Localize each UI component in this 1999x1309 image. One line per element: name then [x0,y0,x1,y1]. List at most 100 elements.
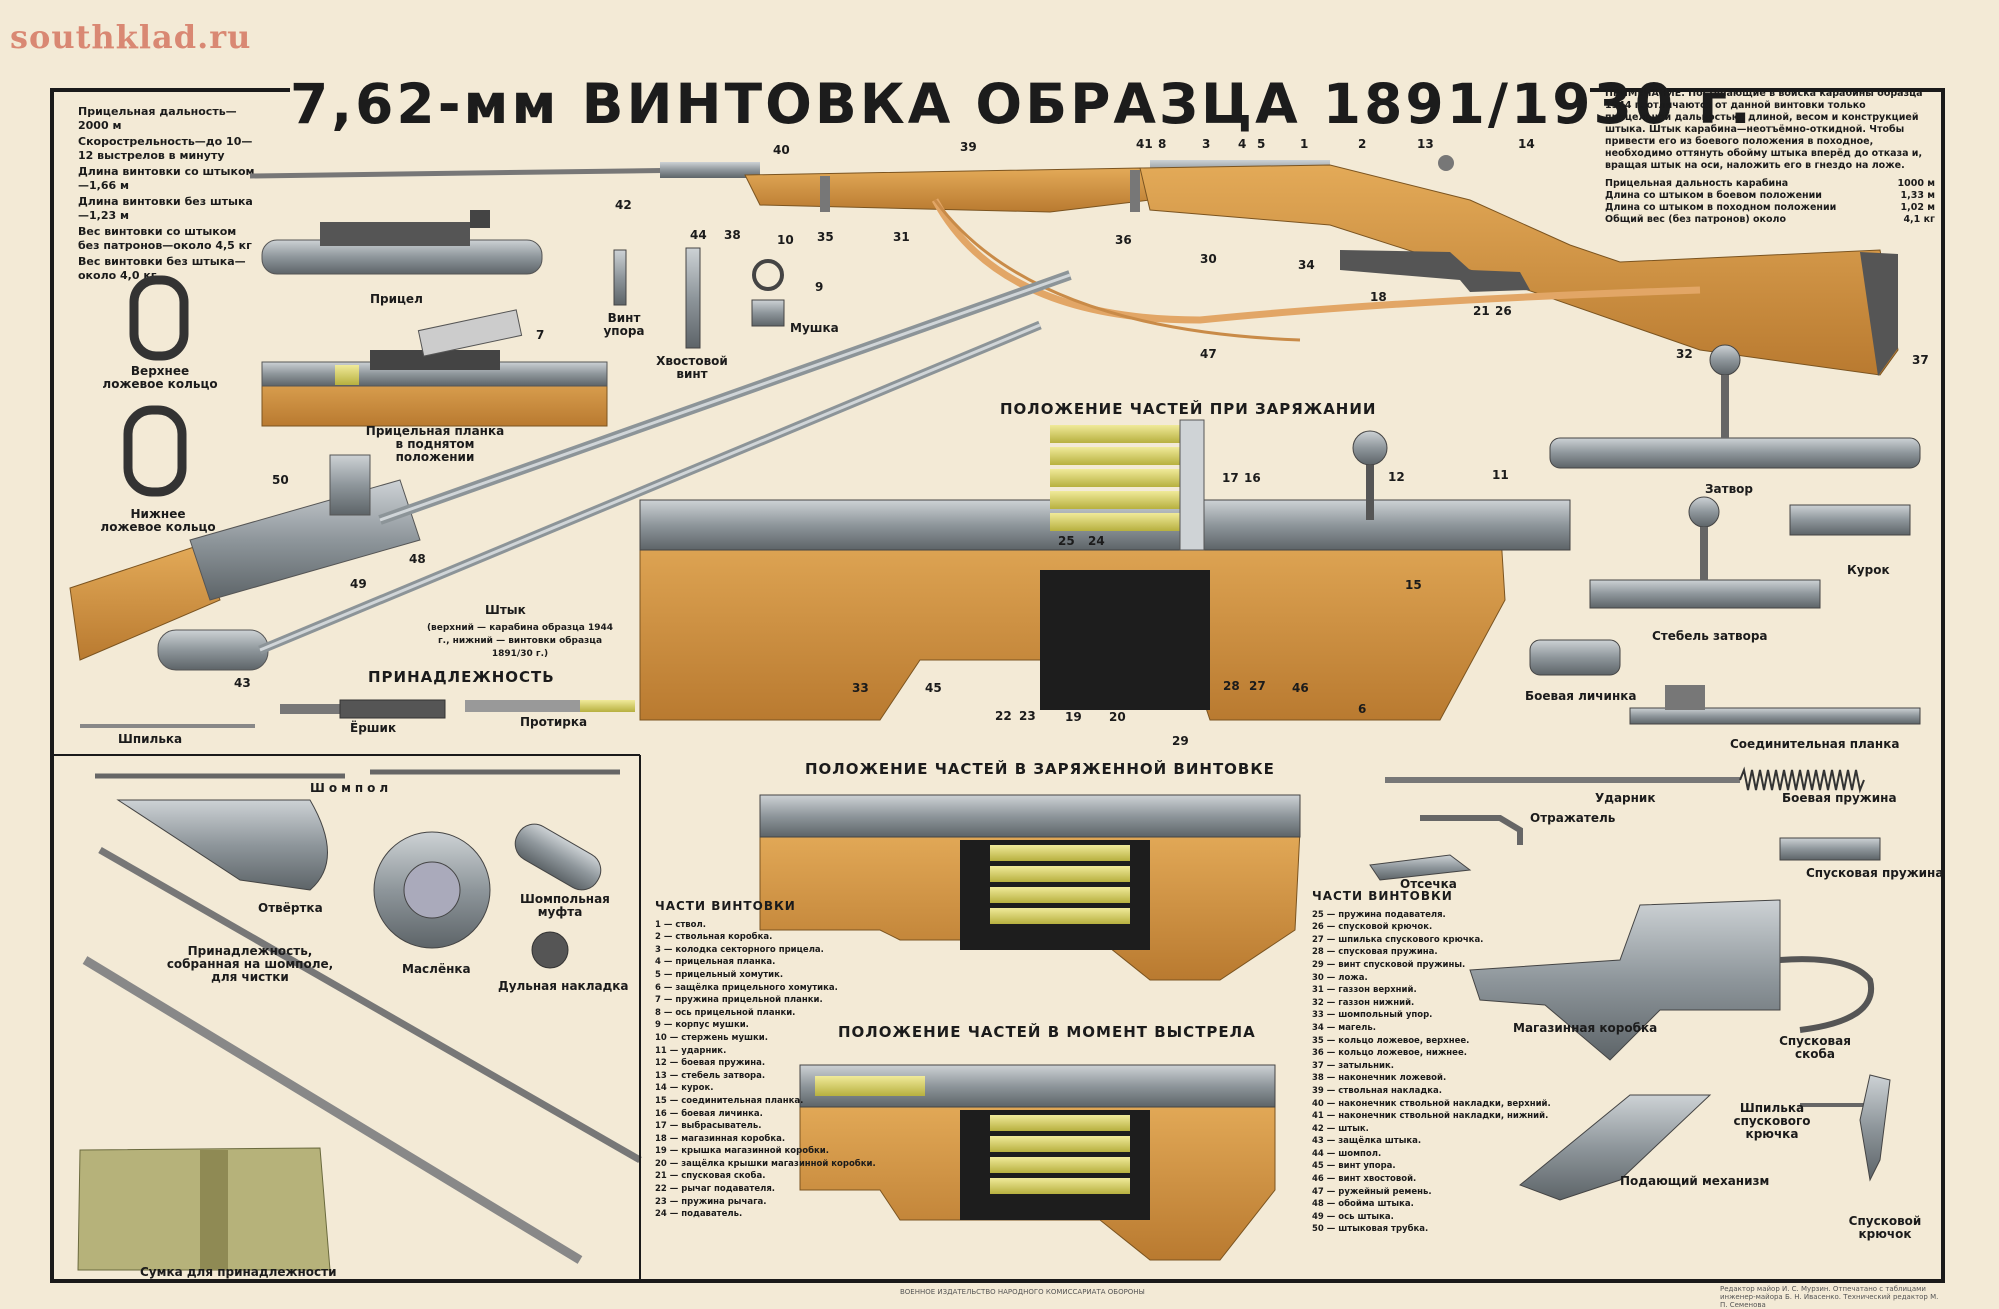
bolt-knob [1438,155,1454,171]
callout-number: 17 [1222,471,1239,485]
part-item: 17 — выбрасыватель. [655,1121,762,1132]
label-trigger-spring: Спусковая пружина [1806,866,1944,880]
part-item: 16 — боевая личинка. [655,1108,763,1119]
part-item: 38 — наконечник ложевой. [1312,1073,1447,1084]
callout-number: 29 [1172,734,1189,748]
magazine-well [1040,570,1210,710]
bayonet-blade [249,167,701,179]
part-item: 40 — наконечник ствольной накладки, верх… [1312,1098,1551,1109]
part-item: 21 — спусковая скоба. [655,1171,766,1182]
callout-number: 18 [1370,290,1387,304]
raised-leaf-part [261,309,608,427]
parts-heading: ЧАСТИ ВИНТОВКИ [655,899,796,913]
label-bolt-stem: Стебель затвора [1652,629,1768,643]
part-item: 20 — защёлка крышки магазинной коробки. [655,1158,876,1169]
callout-number: 46 [1292,681,1309,695]
callout-number: 38 [724,228,741,242]
main-rifle [249,155,1899,376]
part-item: 24 — подаватель. [655,1209,743,1220]
callout-number: 28 [1223,679,1240,693]
callout-number: 25 [1058,534,1075,548]
label-stop-screw: Винт упора [603,311,645,338]
label-brush: Ёршик [350,721,397,735]
label-rod-coupling: Шомпольная муфта [520,892,610,919]
buttstock [1139,164,1899,376]
label-wiper: Протирка [520,715,588,729]
ring-parts [123,275,189,497]
callout-number: 12 [1388,470,1405,484]
parts-list-left: ЧАСТИ ВИНТОВКИ 1 — ствол. 2 — ствольная … [655,899,876,1221]
heading-loading: ПОЛОЖЕНИЕ ЧАСТЕЙ ПРИ ЗАРЯЖАНИИ [1000,400,1377,418]
callout-number: 39 [960,140,977,154]
callout-number: 22 [995,709,1012,723]
callout-number: 2 [1358,137,1367,151]
rifle-sling [931,198,1701,324]
callout-number: 48 [409,552,426,566]
part-item: 35 — кольцо ложевое, верхнее. [1312,1035,1470,1046]
cutaway-loading [639,419,1571,721]
part-item: 19 — крышка магазинной коробки. [655,1146,829,1157]
part-item: 44 — шомпол. [1312,1148,1382,1159]
part-item: 48 — обойма штыка. [1312,1199,1414,1210]
label-screwdriver: Отвёртка [258,901,323,915]
callout-number: 44 [690,228,707,242]
callout-number: 19 [1065,710,1082,724]
callout-number: 23 [1019,709,1036,723]
note-text: ПРИМЕЧАНИЕ. Поступающие в войска карабин… [1605,88,1923,171]
part-item: 27 — шпилька спускового крючка. [1312,934,1484,945]
callout-number: 14 [1518,137,1535,151]
part-item: 42 — штык. [1312,1123,1369,1134]
specifications: Прицельная дальность—2000 м Скорострельн… [78,105,258,285]
callout-number: 41 [1136,137,1153,151]
bolt-assembly [1529,344,1921,725]
callout-number: 40 [773,143,790,157]
label-cutoff: Отсечка [1400,877,1457,891]
bayonets [69,270,1072,671]
cutaway-firing [799,1064,1276,1261]
spec-rate: Скорострельность—до 10—12 выстрелов в ми… [78,135,253,162]
part-item: 32 — газзон нижний. [1312,997,1415,1008]
part-item: 6 — защёлка прицельного хомутика. [655,982,838,993]
label-bolt-head: Боевая личинка [1525,689,1637,703]
part-item: 9 — корпус мушки. [655,1020,749,1031]
sight-part [261,210,543,275]
callout-number: 11 [1492,468,1509,482]
part-item: 36 — кольцо ложевое, нижнее. [1312,1048,1467,1059]
callout-number: 20 [1109,710,1126,724]
part-item: 5 — прицельный хомутик. [655,969,784,980]
label-pouch: Сумка для принадлежности [140,1265,337,1279]
part-item: 34 — магель. [1312,1022,1376,1033]
footer-publisher: ВОЕННОЕ ИЗДАТЕЛЬСТВО НАРОДНОГО КОМИССАРИ… [900,1288,1145,1296]
forestock [744,167,1151,213]
label-oiler: Маслёнка [402,962,471,976]
part-item: 8 — ось прицельной планки. [655,1007,796,1018]
callout-number: 7 [536,328,545,342]
spec-length-bayonet: Длина винтовки со штыком—1,66 м [78,165,255,192]
callout-number: 45 [925,681,942,695]
part-item: 23 — пружина рычага. [655,1196,767,1207]
page-title: 7,62-мм ВИНТОВКА ОБРАЗЦА 1891/1930 г. [290,72,1754,136]
heading-loaded: ПОЛОЖЕНИЕ ЧАСТЕЙ В ЗАРЯЖЕННОЙ ВИНТОВКЕ [805,760,1275,778]
callout-number: 50 [272,473,289,487]
part-item: 15 — соединительная планка. [655,1095,804,1106]
part-item: 49 — ось штыка. [1312,1211,1394,1222]
callout-number: 6 [1358,702,1367,716]
label-muzzle-cap: Дульная накладка [498,979,629,993]
part-item: 41 — наконечник ствольной накладки, нижн… [1312,1111,1549,1122]
screw-parts [613,247,785,349]
part-item: 13 — стебель затвора. [655,1070,766,1081]
callout-number: 10 [777,233,794,247]
bayonet-socket [660,162,760,178]
part-item: 50 — штыковая трубка. [1312,1224,1429,1235]
label-trigger: Спусковой крючок [1848,1214,1922,1241]
callout-number: 27 [1249,679,1266,693]
footer-credits: Редактор майор И. С. Мурзин. Отпечатано … [1720,1285,1939,1309]
spec-weight-bayonet: Вес винтовки со штыком без патронов—окол… [78,225,252,252]
label-cocking: Курок [1847,563,1890,577]
label-trigger-guard: Спусковая скоба [1779,1034,1851,1061]
parts-list-right: ЧАСТИ ВИНТОВКИ 25 — пружина подавателя. … [1312,890,1551,1236]
part-item: 22 — рычаг подавателя. [655,1184,776,1195]
part-item: 2 — ствольная коробка. [655,932,773,943]
